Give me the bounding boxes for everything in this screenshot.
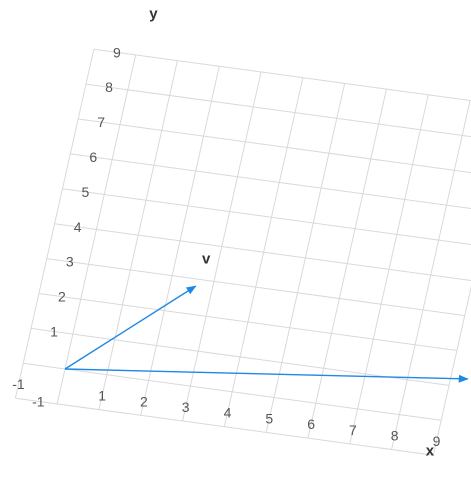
y-tick-label: 5: [82, 184, 90, 200]
vector-arrow: [64, 368, 469, 383]
grid-line-horizontal: [46, 258, 465, 317]
grid-line-horizontal: [54, 223, 471, 281]
y-tick-label: -1: [32, 393, 45, 409]
x-tick-label: 2: [140, 393, 148, 409]
x-tick-label: 3: [182, 399, 190, 415]
x-axis-label: x: [426, 443, 435, 460]
y-tick-label: 2: [58, 289, 66, 305]
grid-line-horizontal: [78, 118, 471, 174]
y-tick-label: 6: [89, 149, 97, 165]
tick-labels: -1 1 2 3 4 5 6 7 8 9 -1 1 2 3 4 5 6 7 8 9: [12, 44, 440, 449]
grid: [14, 48, 471, 456]
y-axis-label: y: [149, 6, 158, 23]
x-tick-label: 9: [433, 433, 441, 449]
y-tick-label: 9: [113, 44, 121, 60]
grid-line-horizontal: [23, 362, 442, 421]
grid-line-horizontal: [15, 397, 434, 456]
y-tick-label: 1: [50, 324, 58, 340]
x-tick-label: 1: [98, 388, 106, 404]
x-tick-label: 4: [224, 405, 232, 421]
x-tick-label: 7: [349, 422, 357, 438]
y-tick-label: 4: [74, 219, 82, 235]
grid-line-horizontal: [38, 293, 457, 351]
vector-label: v: [202, 250, 211, 267]
vectors: vv': [64, 250, 469, 383]
x-tick-label: -1: [12, 376, 25, 392]
vector-arrow: [64, 285, 197, 370]
grid-line-horizontal: [93, 48, 471, 102]
axis-labels: x y: [149, 6, 435, 460]
x-tick-label: 5: [265, 410, 273, 426]
grid-line-horizontal: [30, 327, 450, 386]
grid-line-vertical: [432, 285, 471, 456]
x-tick-label: 6: [307, 416, 315, 432]
y-tick-label: 3: [66, 254, 74, 270]
grid-line-horizontal: [62, 188, 471, 246]
y-tick-label: 8: [105, 79, 113, 95]
y-tick-label: 7: [97, 114, 105, 130]
grid-line-horizontal: [70, 153, 471, 210]
grid-line-horizontal: [85, 83, 471, 138]
x-tick-label: 8: [391, 428, 399, 444]
